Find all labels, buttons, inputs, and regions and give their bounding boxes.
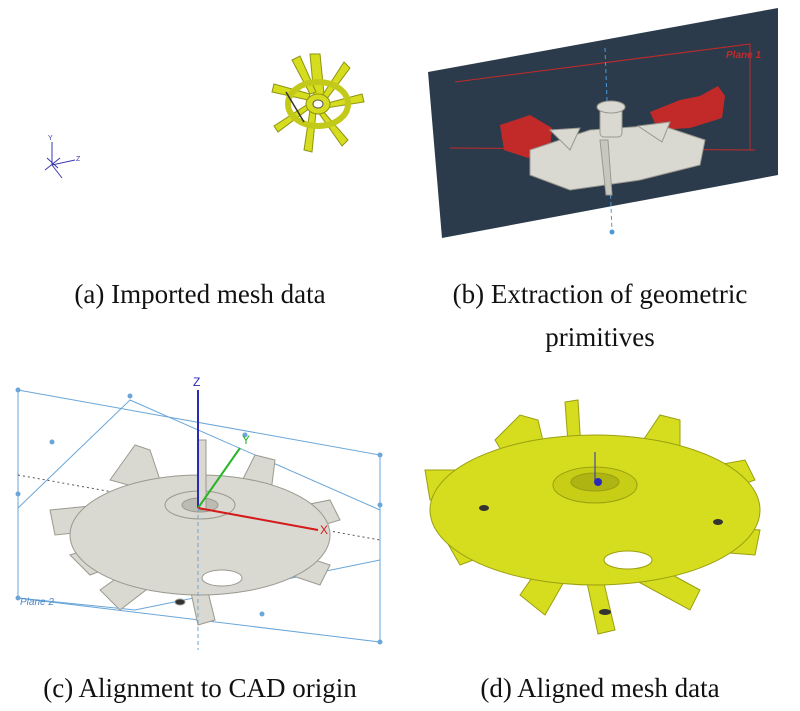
panel-d-aligned-mesh: (d) Aligned mesh data	[400, 360, 800, 711]
gray-mesh-fan	[529, 100, 706, 196]
origin-axis-icon	[594, 452, 602, 486]
gray-mesh-fan	[49, 439, 341, 626]
panel-d-view	[424, 399, 761, 635]
axis-z-label: Z	[193, 375, 200, 389]
caption-c: (c) Alignment to CAD origin	[43, 673, 357, 703]
axis-triad-icon: Y Z	[44, 135, 81, 179]
caption-b-line1: (b) Extraction of geometric	[452, 279, 748, 309]
svg-text:Z: Z	[76, 156, 81, 163]
panel-c-view: Plane 2 Z Y X	[15, 375, 383, 650]
plane-2-label: Plane 2	[20, 597, 54, 608]
imported-mesh-fan	[271, 53, 365, 153]
axis-x-label: X	[320, 523, 328, 537]
caption-b-line2: primitives	[545, 322, 655, 352]
panel-c-cad-alignment: Plane 2 Z Y X	[0, 360, 400, 711]
panel-b-geometric-primitives: Plane 1 (b) Extraction of geometric prim…	[400, 0, 800, 360]
red-primitive-right	[650, 86, 725, 130]
svg-text:Y: Y	[48, 135, 53, 142]
axis-y-label: Y	[242, 433, 250, 447]
cad-origin-axes: Z Y X	[193, 375, 328, 650]
panel-b-view: Plane 1	[428, 8, 778, 238]
panel-a-view: Y Z	[44, 53, 365, 179]
plane-1-label: Plane 1	[726, 50, 761, 61]
caption-a: (a) Imported mesh data	[74, 279, 326, 309]
panel-a-imported-mesh: Y Z (a) Imported mesh data	[0, 0, 400, 309]
aligned-mesh-fan	[424, 399, 761, 635]
caption-d: (d) Aligned mesh data	[480, 673, 720, 703]
reference-planes	[15, 387, 383, 645]
